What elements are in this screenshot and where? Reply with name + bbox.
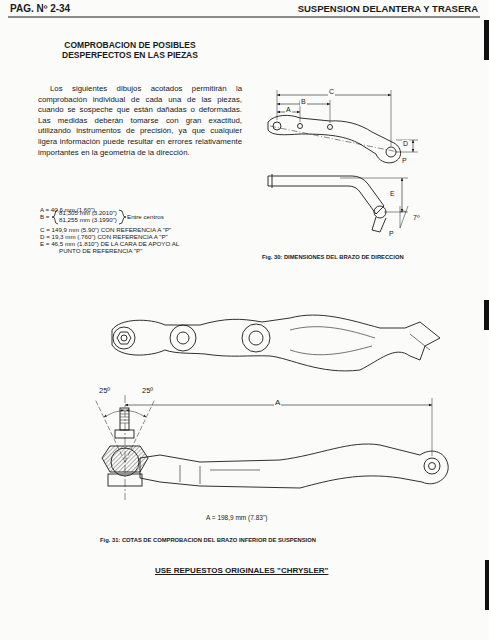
footer-note: USE REPUESTOS ORIGINALES "CHRYSLER" — [155, 566, 328, 576]
lower-control-arm-figure — [95, 315, 448, 500]
intro-paragraph: Los siguientes dibujos acotados permitir… — [38, 84, 242, 158]
scan-edge — [484, 20, 489, 60]
dimension-letter: D — [402, 140, 409, 148]
header-rule — [8, 16, 480, 17]
steering-arm-figure — [268, 90, 418, 232]
figure-caption: Fig. 30: DIMENSIONES DEL BRAZO DE DIRECC… — [262, 254, 404, 261]
angle-label: 7º — [412, 214, 420, 222]
dimension-letter: B — [300, 98, 307, 106]
dimension-letter: A — [285, 106, 292, 114]
dimension-value: E = 46,5 mm (1.810") DE LA CARA DE APOYO… — [40, 240, 190, 255]
reference-point: P — [401, 157, 408, 165]
scan-edge — [485, 560, 489, 610]
angle-label: 25º — [98, 386, 111, 395]
dimension-value: D = 19,3 mm (.760") CON REFERENCIA A "P" — [40, 233, 168, 240]
dimension-letter: E — [389, 190, 396, 198]
reference-point: P — [388, 230, 395, 238]
dimension-value: 81,305 mm (3.2010") — [59, 209, 117, 216]
bracket — [119, 210, 126, 224]
dimension-value: C = 149,9 mm (5.90") CON REFERENCIA A "P… — [40, 226, 171, 233]
dimension-value: B = — [40, 213, 49, 220]
running-header: SUSPENSION DELANTERA Y TRASERA — [290, 3, 478, 14]
angle-label: 25º — [141, 386, 154, 395]
dimension-value: A = 198,9 mm (7.83") — [206, 514, 267, 522]
dimension-letter: A — [274, 398, 281, 408]
section-title: COMPROBACION DE POSIBLES DESPERFECTOS EN… — [55, 40, 205, 60]
dimension-note: Entre centros — [127, 213, 164, 220]
scan-edge — [484, 300, 489, 330]
page-number: PAG. Nº 2-34 — [10, 3, 70, 15]
dimension-value: 81,255 mm (3.1990") — [59, 216, 117, 223]
figure-caption: Fig. 31: COTAS DE COMPROBACION DEL BRAZO… — [100, 537, 316, 544]
dimension-letter: C — [328, 88, 335, 96]
